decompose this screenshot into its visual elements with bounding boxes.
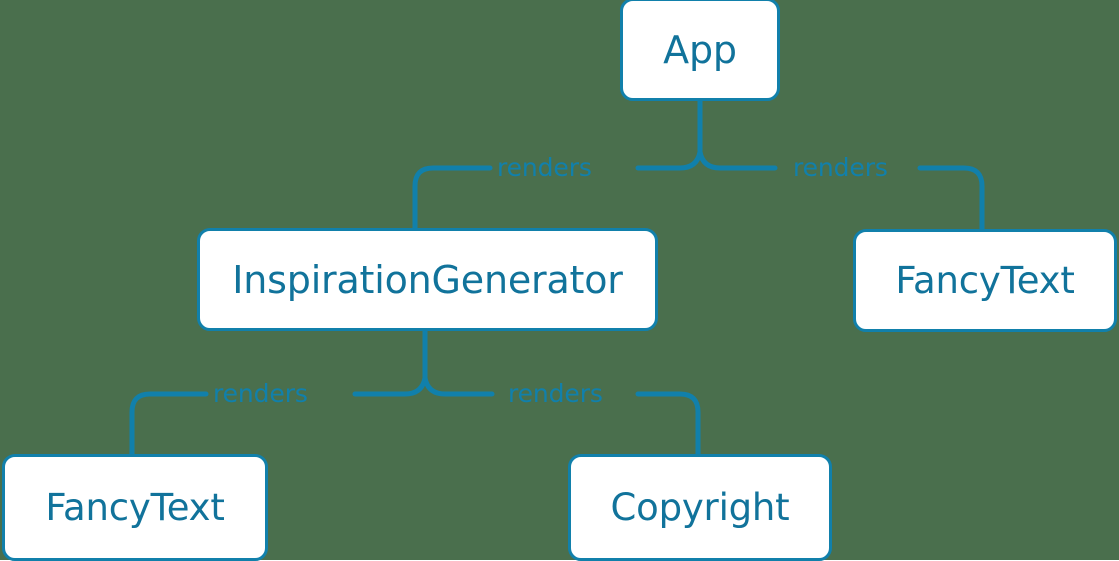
node-fancy-text-bottom-left-label: FancyText	[45, 486, 225, 529]
node-inspiration-generator[interactable]: InspirationGenerator	[197, 228, 658, 331]
edge-label-inspiration-generator-to-copyright: renders	[508, 379, 603, 408]
edge-app-to-inspgen-a	[635, 149, 703, 171]
node-inspiration-generator-label: InspirationGenerator	[232, 257, 623, 302]
edge-app-to-fancytext-a	[697, 149, 778, 171]
edge-inspgen-to-fancytext-a	[352, 375, 428, 397]
node-copyright-label: Copyright	[610, 486, 790, 529]
edge-inspgen-to-copyright-a	[422, 375, 495, 397]
node-fancy-text-bottom-left[interactable]: FancyText	[2, 454, 268, 561]
edge-label-app-to-inspiration-generator: renders	[497, 153, 592, 182]
edge-app-to-fancytext-b	[917, 165, 985, 233]
edge-inspgen-to-fancytext-b	[129, 391, 209, 458]
edge-label-inspiration-generator-to-fancy-text: renders	[213, 379, 308, 408]
edge-app-to-inspgen-b	[412, 165, 493, 232]
node-fancy-text-right-label: FancyText	[895, 259, 1075, 302]
node-fancy-text-right[interactable]: FancyText	[853, 229, 1117, 332]
edge-inspgen-to-copyright-b	[635, 391, 701, 458]
node-copyright[interactable]: Copyright	[568, 454, 832, 561]
node-app[interactable]: App	[620, 0, 780, 101]
node-app-label: App	[663, 27, 737, 72]
edge-label-app-to-fancy-text: renders	[793, 153, 888, 182]
